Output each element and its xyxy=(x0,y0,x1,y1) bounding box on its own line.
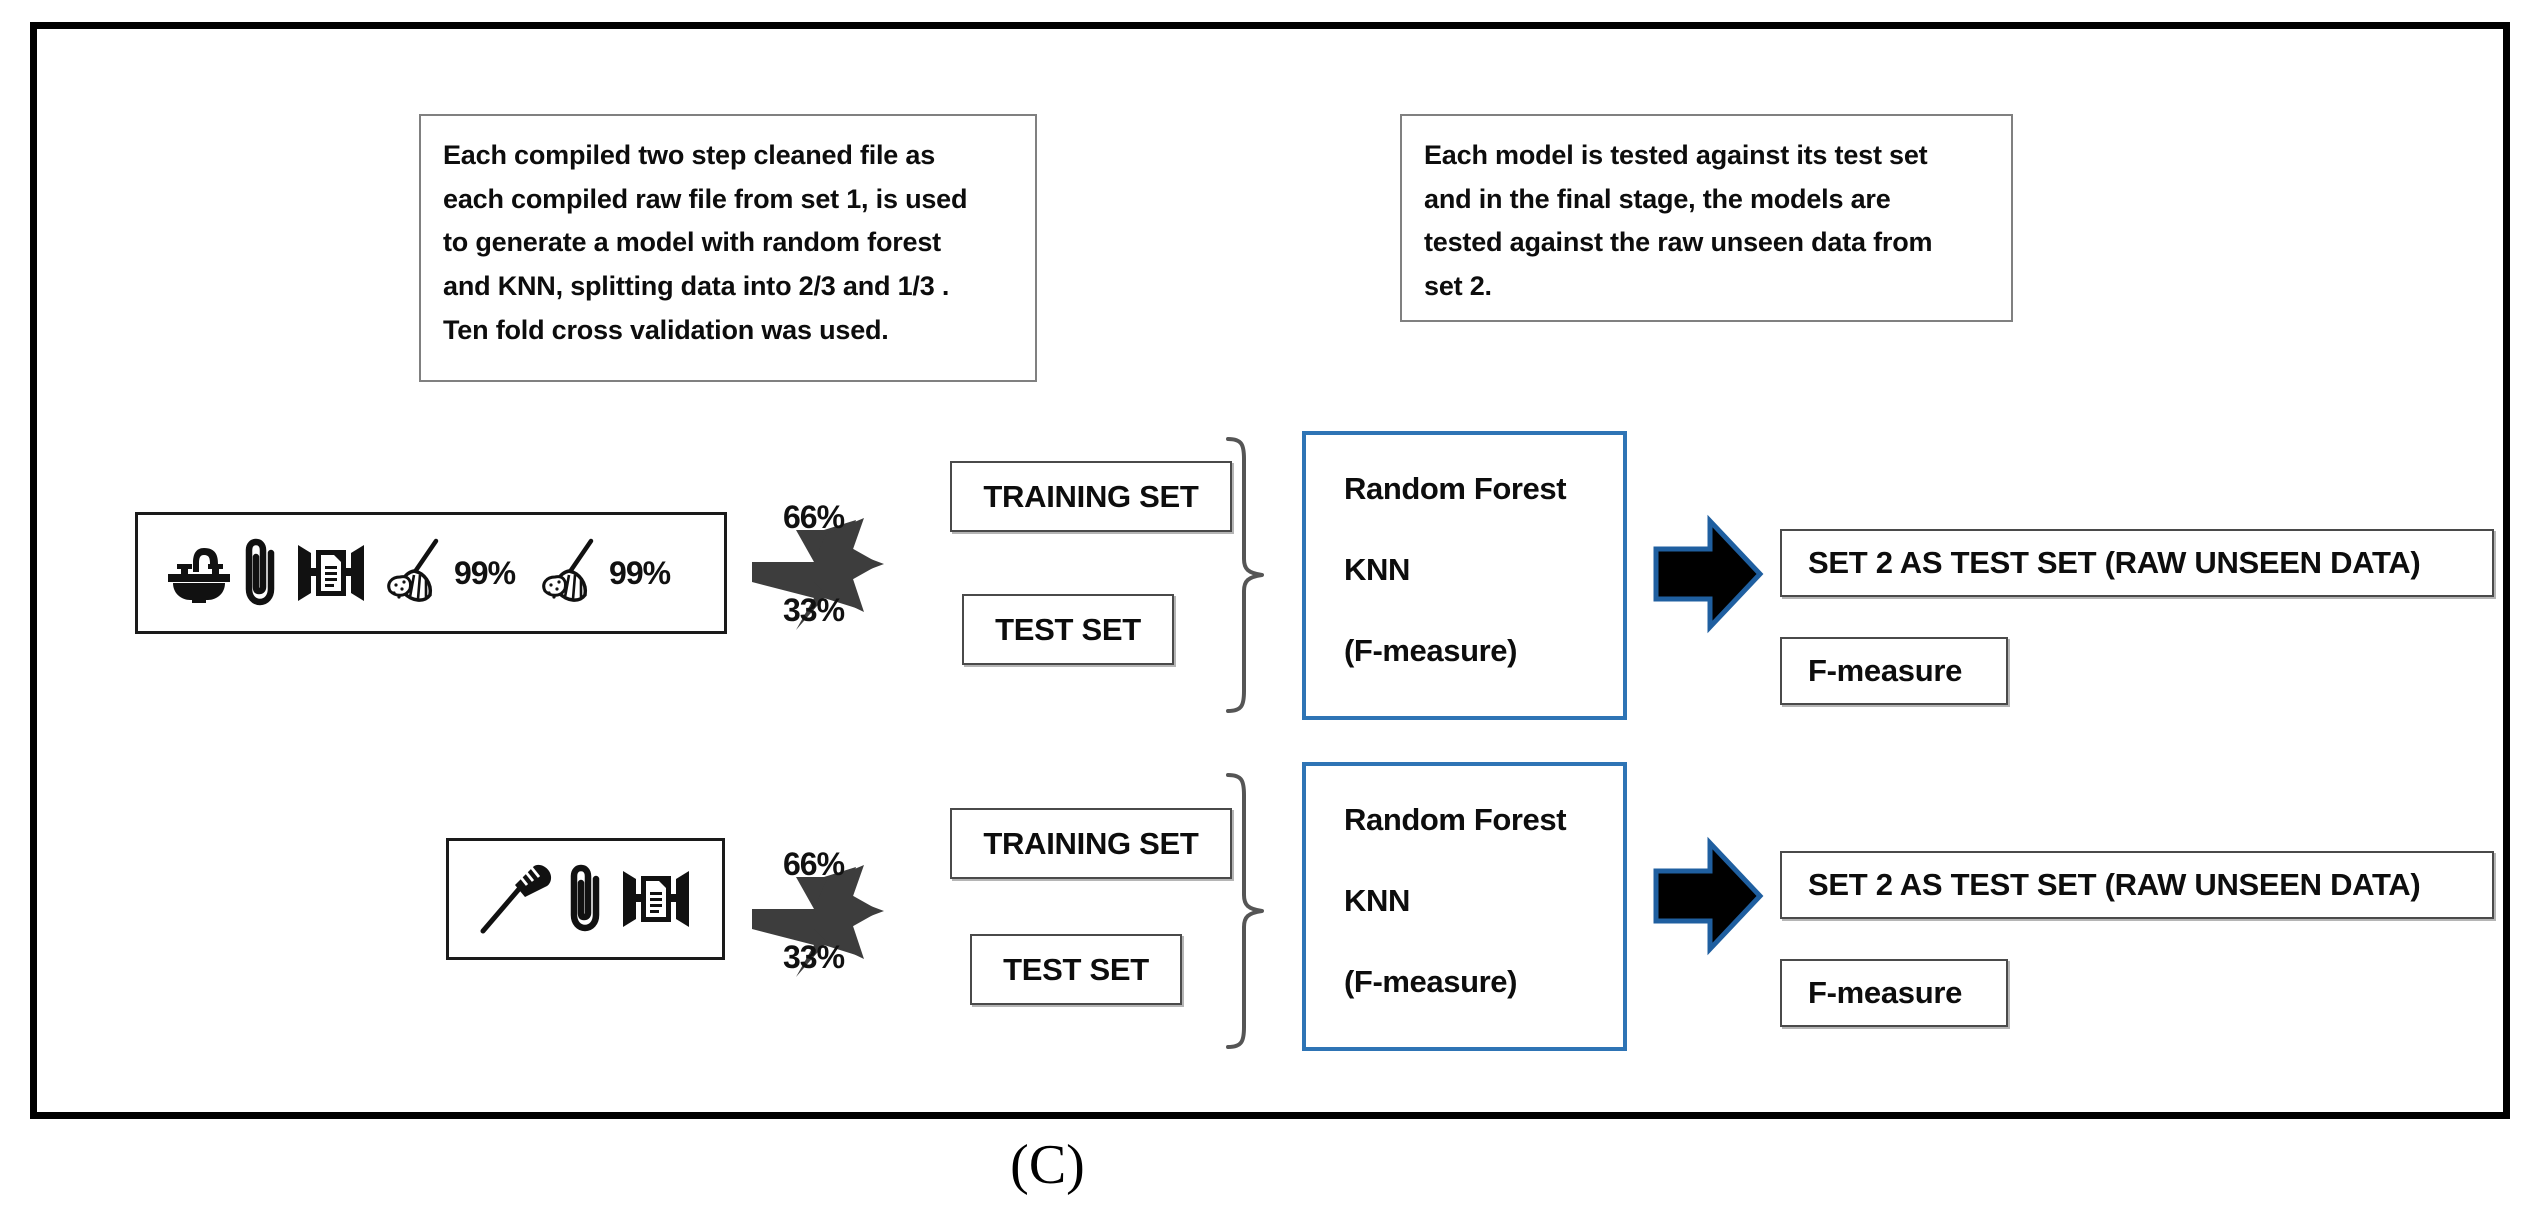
figure-caption: (C) xyxy=(1010,1134,1085,1196)
annotation-note-testing: Each model is tested against its test se… xyxy=(1400,114,2013,322)
flow-arrow-right-icon xyxy=(1652,836,1764,956)
note-line: each compiled raw file from set 1, is us… xyxy=(443,183,968,214)
paperclip-icon xyxy=(565,863,613,935)
split-percent-test: 33% xyxy=(783,592,845,628)
note-line: tested against the raw unseen data from xyxy=(1424,227,1933,258)
broom-icon xyxy=(529,537,601,609)
note-line: and KNN, splitting data into 2/3 and 1/3… xyxy=(443,271,950,302)
figure-frame: Each compiled two step cleaned file as e… xyxy=(30,22,2510,1119)
split-percent-training: 66% xyxy=(783,499,845,535)
training-set-box: TRAINING SET xyxy=(950,808,1232,879)
test-set-label: TEST SET xyxy=(995,611,1141,647)
training-set-label: TRAINING SET xyxy=(983,825,1199,861)
result-box-unseen-data: SET 2 AS TEST SET (RAW UNSEEN DATA) xyxy=(1780,851,2494,919)
note-line: Ten fold cross validation was used. xyxy=(443,314,889,345)
paperclip-icon xyxy=(240,537,288,609)
fmeasure-label: F-measure xyxy=(1808,975,1963,1010)
brush-icon xyxy=(475,859,559,939)
source-percent-2: 99% xyxy=(609,554,671,591)
note-line: to generate a model with random forest xyxy=(443,227,941,258)
grouping-brace xyxy=(1222,435,1268,715)
model-algorithm-label: KNN xyxy=(1344,883,1410,918)
model-algorithm-label: KNN xyxy=(1344,552,1410,587)
scanner-document-icon xyxy=(619,866,693,932)
model-metric-label: (F-measure) xyxy=(1344,964,1518,999)
training-set-label: TRAINING SET xyxy=(983,478,1199,514)
flow-arrow-right-icon xyxy=(1652,514,1764,634)
result-box-fmeasure: F-measure xyxy=(1780,637,2008,705)
model-algorithm-label: Random Forest xyxy=(1344,471,1567,506)
note-line: and in the final stage, the models are xyxy=(1424,183,1891,214)
model-box: Random Forest KNN (F-measure) xyxy=(1302,431,1627,720)
model-metric-label: (F-measure) xyxy=(1344,633,1518,668)
result-label: SET 2 AS TEST SET (RAW UNSEEN DATA) xyxy=(1808,867,2421,902)
fmeasure-label: F-measure xyxy=(1808,653,1963,688)
result-box-fmeasure: F-measure xyxy=(1780,959,2008,1027)
source-percent-1: 99% xyxy=(454,554,516,591)
result-label: SET 2 AS TEST SET (RAW UNSEEN DATA) xyxy=(1808,545,2421,580)
source-data-box-cleaned: 99% 99% xyxy=(135,512,727,634)
result-box-unseen-data: SET 2 AS TEST SET (RAW UNSEEN DATA) xyxy=(1780,529,2494,597)
note-line: Each model is tested against its test se… xyxy=(1424,140,1928,170)
note-line: set 2. xyxy=(1424,271,1492,302)
source-data-box-raw xyxy=(446,838,725,960)
grouping-brace xyxy=(1222,771,1268,1051)
split-percent-test: 33% xyxy=(783,939,845,975)
split-arrow xyxy=(752,859,952,979)
annotation-note-training: Each compiled two step cleaned file as e… xyxy=(419,114,1037,382)
split-percent-training: 66% xyxy=(783,846,845,882)
test-set-box: TEST SET xyxy=(970,934,1182,1005)
training-set-box: TRAINING SET xyxy=(950,461,1232,532)
scanner-document-icon xyxy=(294,540,368,606)
model-box: Random Forest KNN (F-measure) xyxy=(1302,762,1627,1051)
broom-icon xyxy=(374,537,446,609)
note-line: Each compiled two step cleaned file as xyxy=(443,140,936,170)
test-set-label: TEST SET xyxy=(1003,951,1149,987)
split-arrow xyxy=(752,512,952,632)
model-algorithm-label: Random Forest xyxy=(1344,802,1567,837)
test-set-box: TEST SET xyxy=(962,594,1174,665)
sink-icon xyxy=(164,542,234,604)
